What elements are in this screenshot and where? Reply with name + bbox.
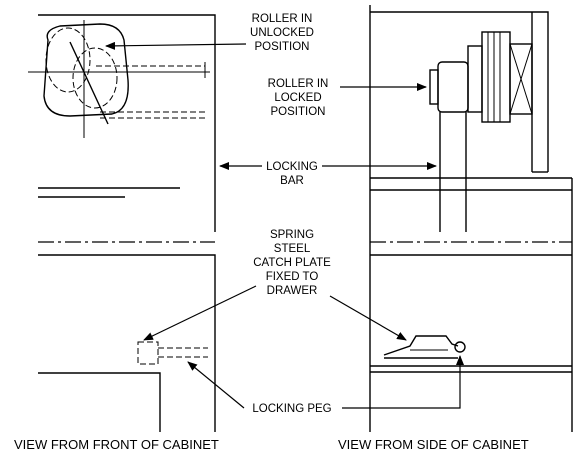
front-roller-housing [43,23,129,117]
side-roller-knob [429,69,439,105]
side-view [369,5,573,432]
label-roller-locked-line-3: POSITION [271,106,326,118]
label-roller-locked: ROLLER IN LOCKED POSITION [268,78,427,118]
label-locking-bar: LOCKING BAR [219,161,437,187]
side-locking-peg [454,341,466,353]
label-roller-unlocked-line-3: POSITION [255,41,310,53]
front-roller-ghost-2 [72,47,118,109]
side-catch-plate [383,335,459,356]
side-roller-body [437,61,469,113]
front-view [28,14,216,432]
side-roller-box-x2 [509,43,533,115]
label-locking-peg: LOCKING PEG [187,355,464,415]
label-catch-plate-line-4: FIXED TO [266,271,319,283]
front-cabinet-lower-outline [38,254,216,432]
label-locking-bar-line-1: LOCKING [266,161,318,173]
leader-catch-plate-front [143,285,257,341]
side-roller-flange [467,45,483,113]
side-roller-box [509,43,533,115]
leader-locking-peg-side [342,355,464,409]
label-roller-locked-line-1: ROLLER IN [268,78,329,90]
label-locking-peg-text: LOCKING PEG [252,403,331,415]
leader-catch-plate-side [329,295,407,341]
label-catch-plate-line-5: DRAWER [267,285,318,297]
label-roller-unlocked-line-2: UNLOCKED [250,27,314,39]
label-roller-locked-line-2: LOCKED [274,92,321,104]
leader-locking-peg-front [187,361,245,409]
label-locking-bar-line-2: BAR [280,175,304,187]
label-roller-unlocked-line-1: ROLLER IN [252,13,313,25]
label-catch-plate-line-1: SPRING [270,229,314,241]
side-frame-top [370,11,549,172]
label-catch-plate: SPRING STEEL CATCH PLATE FIXED TO DRAWER [143,229,407,341]
caption-front-view: VIEW FROM FRONT OF CABINET [14,437,219,452]
front-tilted-bar [69,41,109,125]
front-cabinet-upper-outline [38,14,216,232]
front-drawer-outline [38,372,161,432]
caption-side-view: VIEW FROM SIDE OF CABINET [338,437,529,452]
front-peg-slot [137,341,159,365]
label-catch-plate-line-3: CATCH PLATE [253,257,331,269]
front-roller-ghost-1 [45,27,91,93]
label-roller-unlocked: ROLLER IN UNLOCKED POSITION [105,13,314,53]
leader-roller-unlocked [105,41,247,50]
label-catch-plate-line-2: STEEL [274,243,311,255]
side-roller-hub [481,31,511,123]
